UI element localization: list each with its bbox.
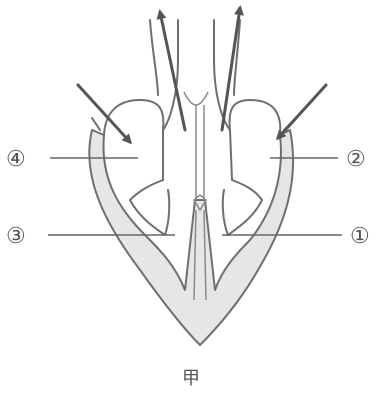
blood-flow-arrows <box>78 8 326 142</box>
label-2: ② <box>346 147 366 172</box>
label-1: ① <box>350 224 370 249</box>
label-3: ③ <box>6 224 26 249</box>
arrow-in-right <box>278 85 326 138</box>
heart-wall <box>89 130 293 345</box>
caption: 甲 <box>182 368 200 389</box>
arrow-top-left <box>160 12 185 130</box>
label-4: ④ <box>6 147 26 172</box>
